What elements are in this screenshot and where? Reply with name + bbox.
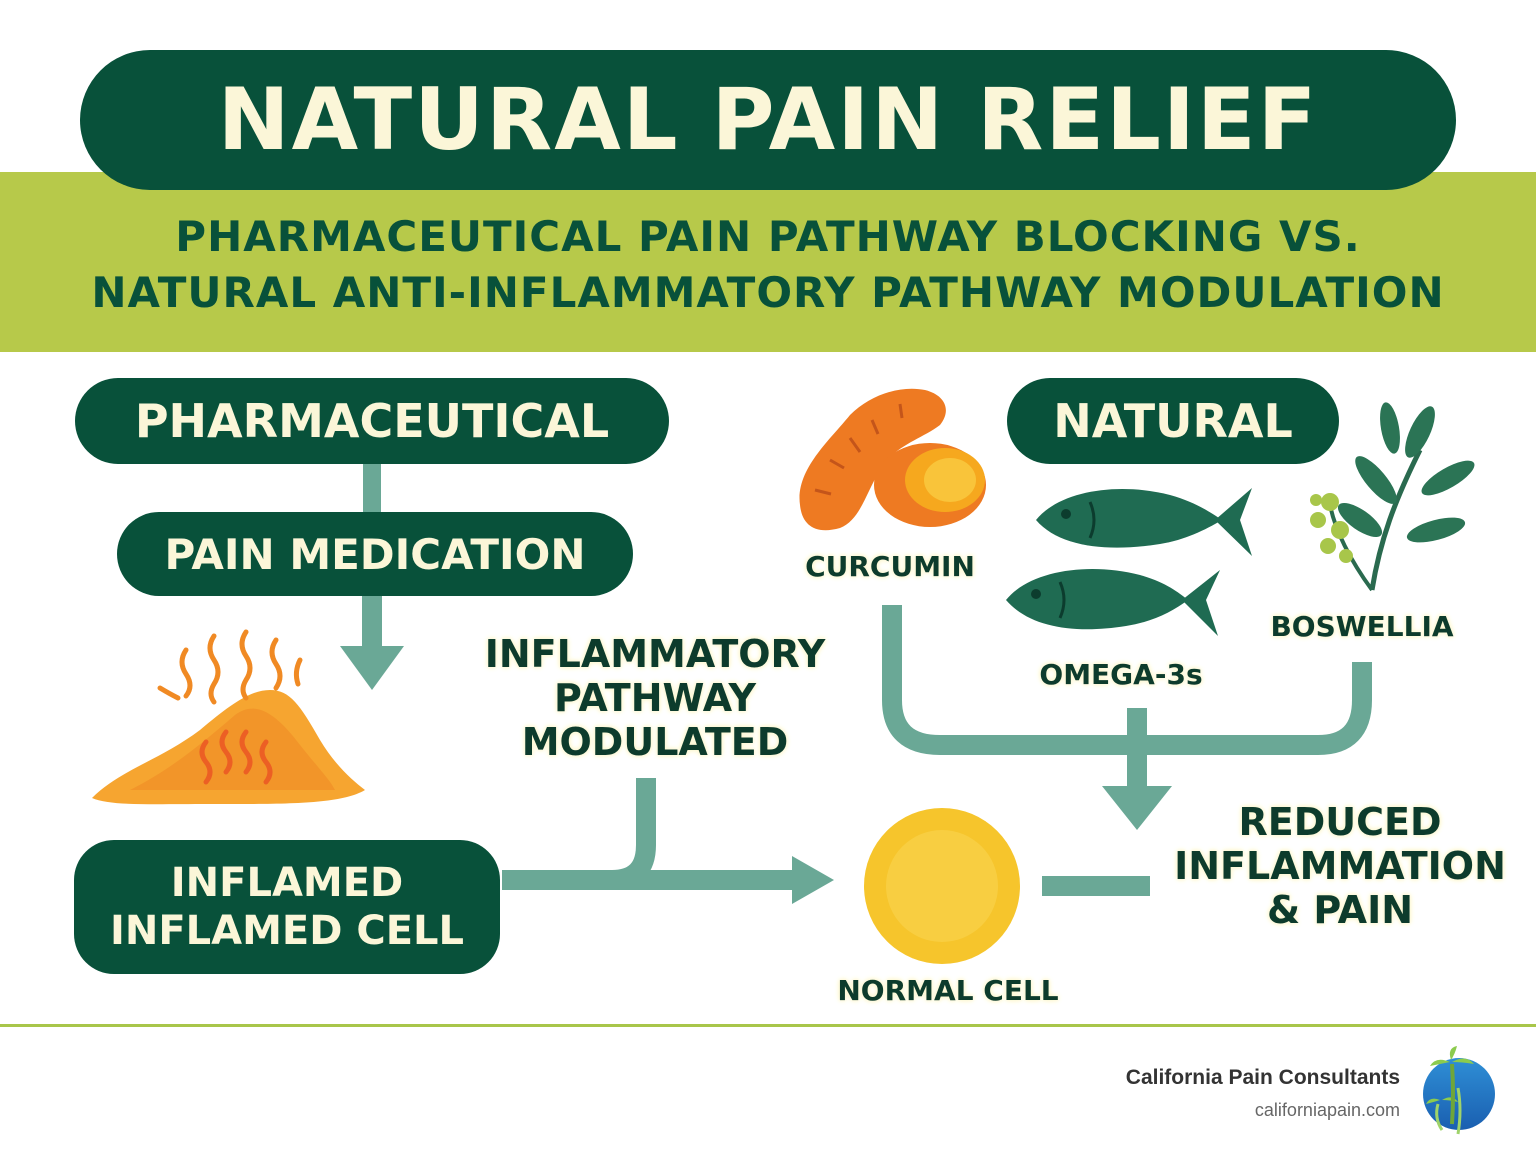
palm-tree-logo-icon (1423, 1046, 1495, 1135)
modulated-label: INFLAMMATORY PATHWAY MODULATED (470, 632, 840, 764)
inflamed-tissue-icon (92, 629, 365, 805)
connector-line (363, 462, 381, 520)
inflamed-cell-line-1: INFLAMED (170, 860, 404, 906)
natural-header: NATURAL (1007, 378, 1339, 464)
result-line-1: REDUCED (1238, 800, 1442, 844)
pharmaceutical-header-label: PHARMACEUTICAL (134, 394, 610, 448)
down-arrow-icon (340, 592, 404, 690)
curcumin-label: CURCUMIN (805, 550, 975, 583)
pain-medication-box: PAIN MEDICATION (117, 512, 633, 596)
natural-header-label: NATURAL (1053, 394, 1293, 448)
down-arrow-icon (1102, 786, 1172, 830)
omega-label: OMEGA-3s (1039, 658, 1203, 691)
modulated-line-1: INFLAMMATORY (484, 632, 826, 676)
right-arrow-icon (502, 856, 834, 904)
pain-medication-label: PAIN MEDICATION (164, 529, 586, 579)
result-line-3: & PAIN (1266, 888, 1414, 932)
boswellia-label: BOSWELLIA (1270, 610, 1454, 643)
result-line-2: INFLAMMATION (1174, 844, 1506, 888)
subtitle-line-2: NATURAL ANTI-INFLAMMATORY PATHWAY MODULA… (91, 268, 1445, 317)
brand-name: California Pain Consultants (1125, 1066, 1400, 1089)
normal-cell-icon (864, 808, 1020, 964)
subtitle-line-1: PHARMACEUTICAL PAIN PATHWAY BLOCKING VS. (175, 212, 1361, 261)
inflamed-cell-line-2: INFLAMED CELL (109, 908, 465, 954)
title-banner: NATURAL PAIN RELIEF (80, 50, 1456, 190)
normal-cell-label: NORMAL CELL (837, 974, 1059, 1007)
fish-icon (1036, 488, 1252, 556)
modulated-line-3: MODULATED (521, 720, 789, 764)
page-title: NATURAL PAIN RELIEF (217, 70, 1319, 170)
boswellia-leaf-icon (1310, 402, 1475, 592)
result-label: REDUCED INFLAMMATION & PAIN (1170, 800, 1510, 932)
subtitle-band (0, 172, 1536, 352)
pharmaceutical-header: PHARMACEUTICAL (75, 378, 669, 464)
result-connector (1042, 876, 1150, 896)
fish-icon (1006, 568, 1220, 636)
footer-divider (0, 1024, 1536, 1027)
modulated-connector (611, 778, 656, 890)
turmeric-icon (799, 388, 986, 531)
brand-url[interactable]: californiapain.com (1254, 1100, 1400, 1120)
inflamed-cell-box: INFLAMED INFLAMED CELL (74, 840, 500, 974)
natural-merge-connector (882, 605, 1372, 790)
modulated-line-2: PATHWAY (553, 676, 757, 720)
